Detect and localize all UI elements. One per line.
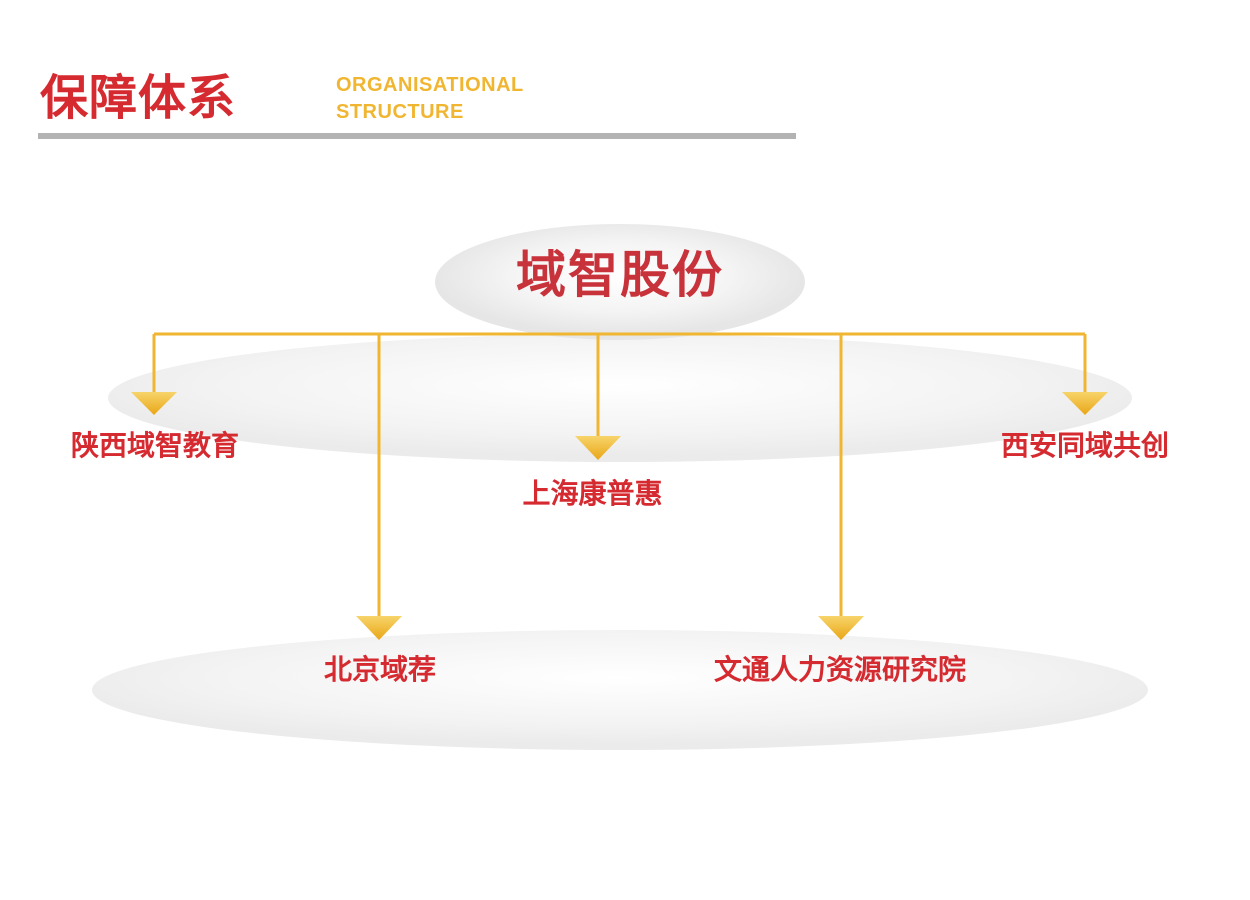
subtitle-line-1: ORGANISATIONAL — [336, 74, 524, 96]
org-node-shanghai: 上海康普惠 — [522, 477, 663, 510]
page-title: 保障体系 — [40, 70, 237, 126]
middle-tier-ellipse — [108, 334, 1132, 462]
org-root-node: 域智股份 — [516, 246, 724, 304]
org-node-xian: 西安同域共创 — [1000, 429, 1169, 462]
page-subtitle: ORGANISATIONAL STRUCTURE — [336, 72, 524, 126]
org-node-shaanxi: 陕西域智教育 — [70, 429, 239, 462]
arrow-down-icon — [575, 436, 621, 460]
org-node-beijing: 北京域荐 — [323, 653, 436, 686]
connector-lines — [152, 332, 1087, 616]
arrow-down-icon — [818, 616, 864, 640]
arrow-down-icon — [1062, 392, 1108, 415]
page-header: 保障体系 ORGANISATIONAL STRUCTURE — [38, 60, 798, 144]
header-divider — [38, 133, 796, 139]
root-ellipse — [435, 224, 805, 340]
subtitle-line-2: STRUCTURE — [336, 101, 464, 123]
org-node-wentong: 文通人力资源研究院 — [713, 653, 966, 686]
arrow-down-icon — [131, 392, 177, 415]
arrow-down-icon — [356, 616, 402, 640]
arrowheads — [131, 392, 1108, 640]
lower-tier-ellipse — [92, 630, 1148, 750]
